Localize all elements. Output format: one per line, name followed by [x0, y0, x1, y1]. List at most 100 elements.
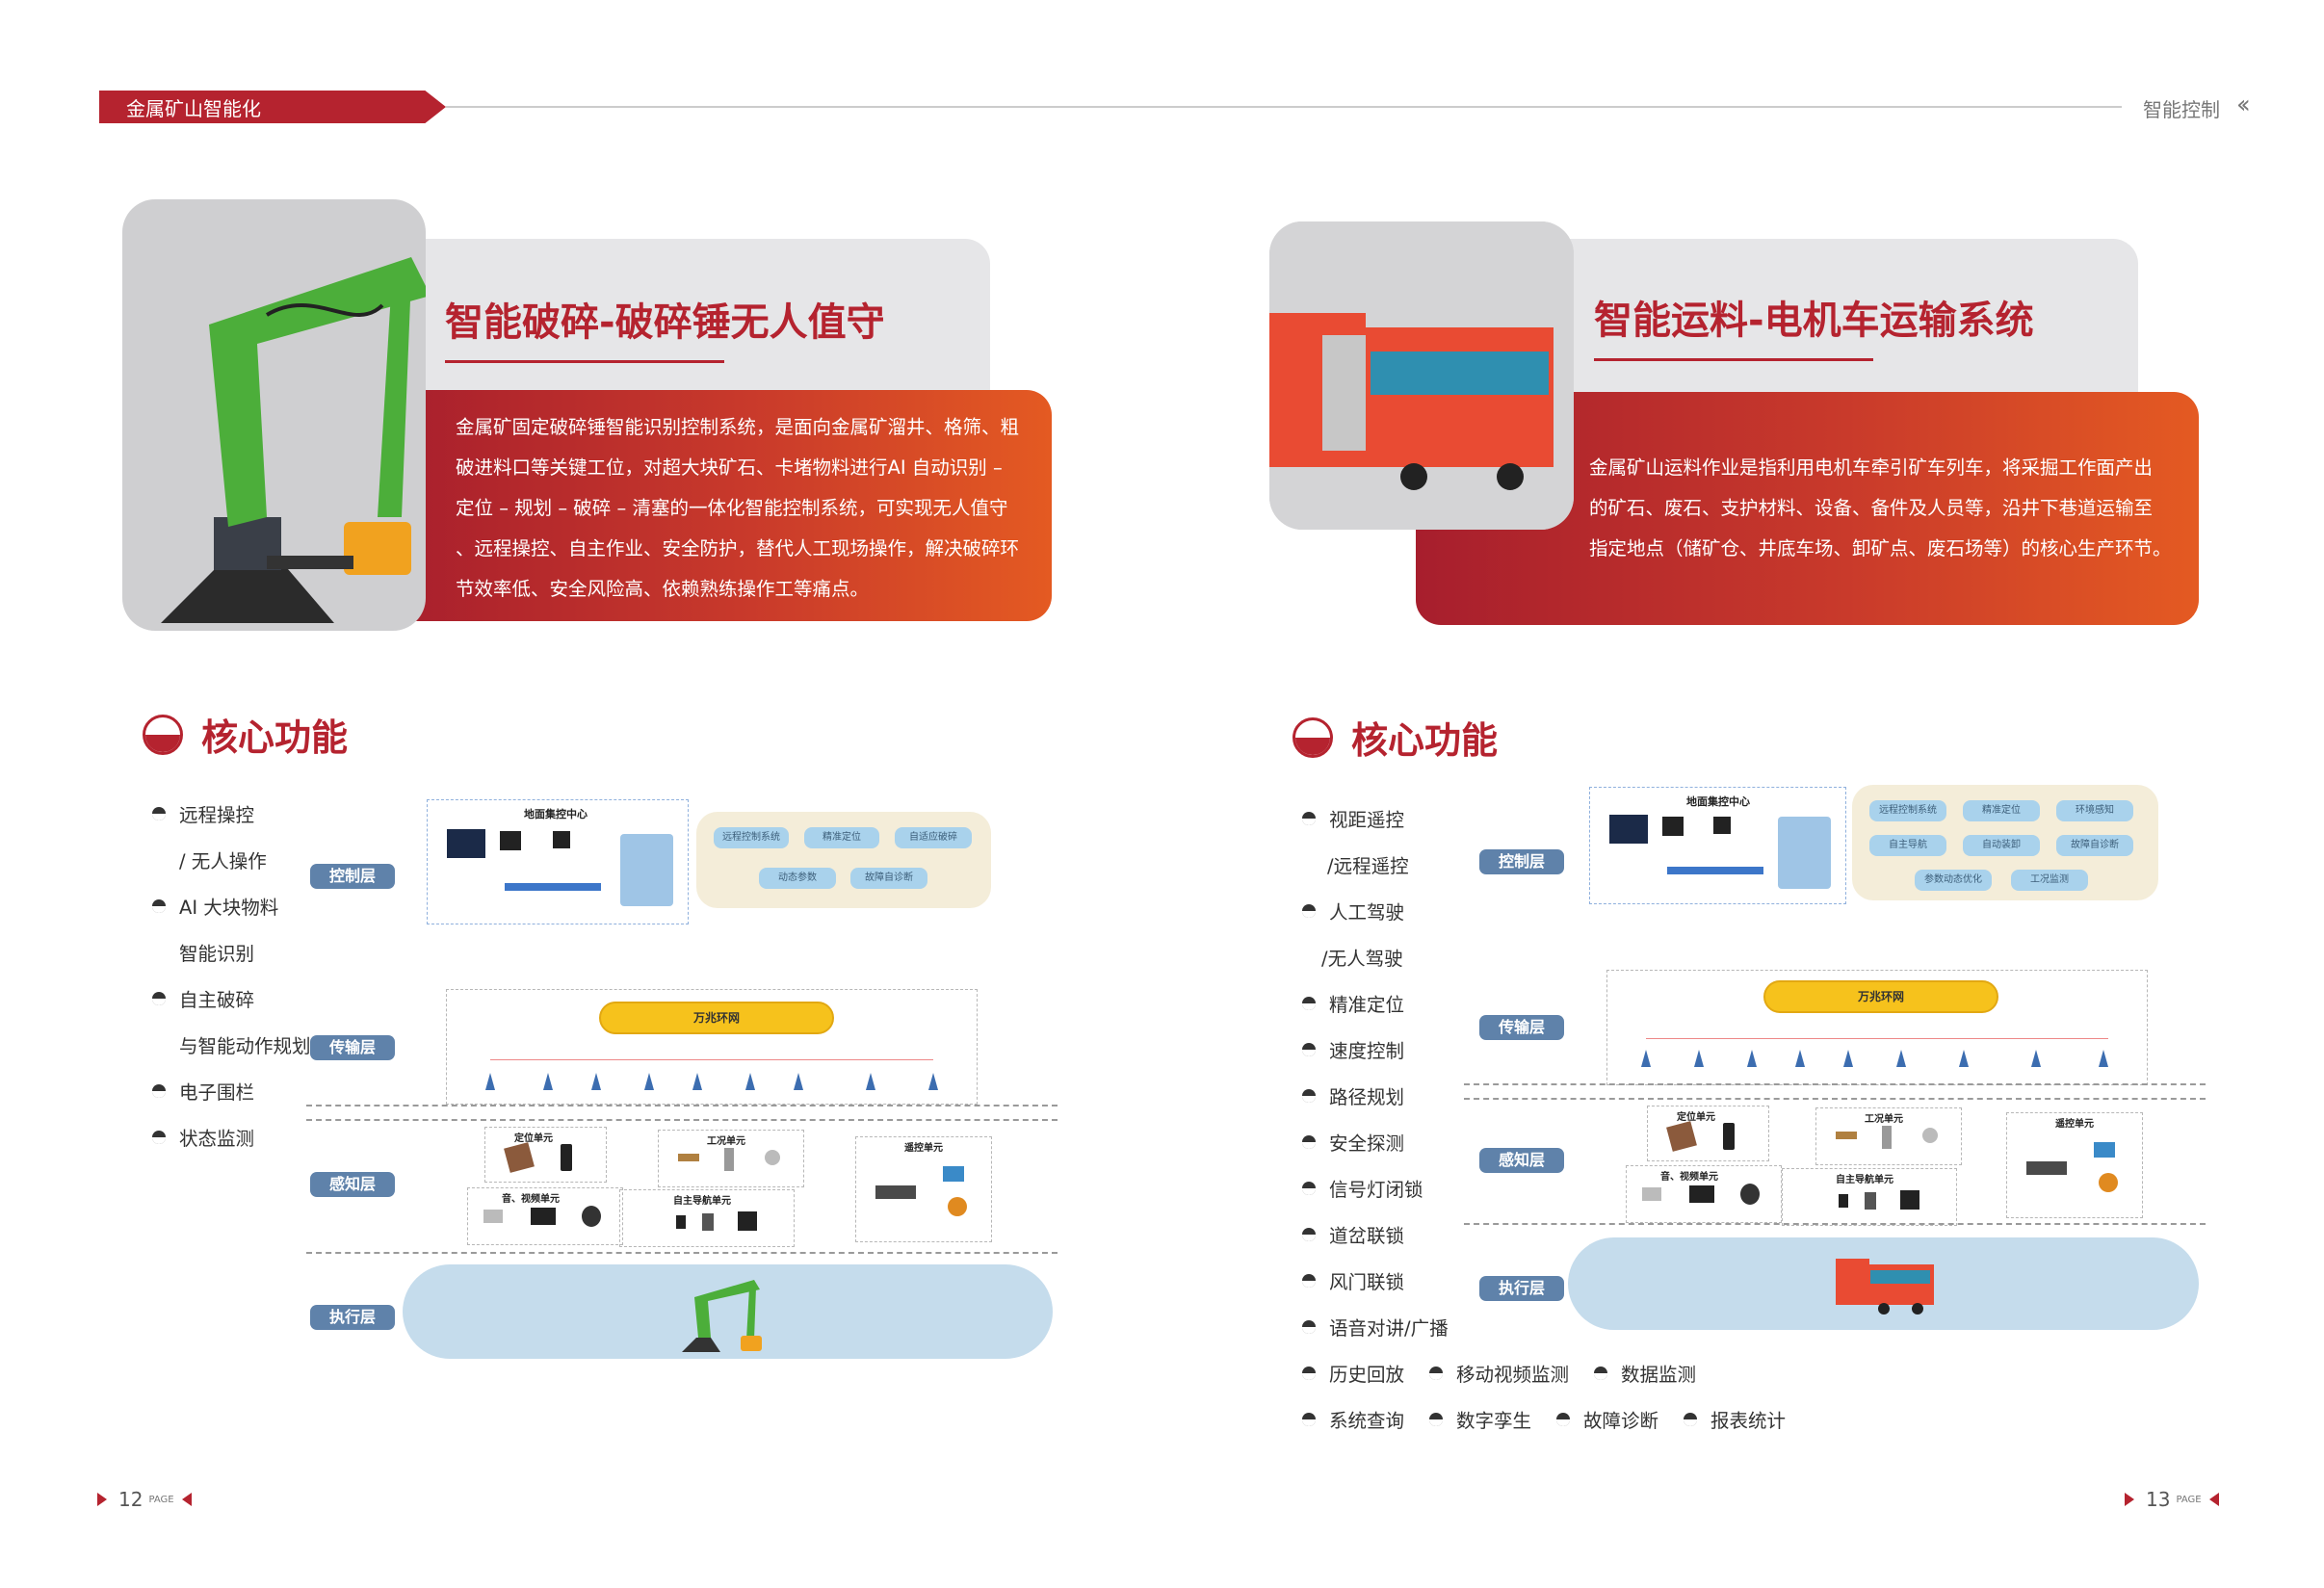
access-point-icon — [1795, 1050, 1805, 1067]
half-circle-bullet-icon — [1302, 1412, 1316, 1426]
layer-label-perception: 感知层 — [1479, 1148, 1564, 1173]
feature-pill: 自适应破碎 — [895, 827, 972, 848]
bullet-text: AI 大块物料 — [179, 897, 279, 919]
list-item: 移动视频监测 — [1429, 1359, 1569, 1387]
left-title-underline — [445, 360, 724, 363]
list-item: 视距遥控 — [1302, 804, 1404, 832]
left-desc-line: 节效率低、安全风险高、依赖熟练操作工等痛点。 — [456, 578, 870, 600]
access-point-icon — [1641, 1050, 1651, 1067]
bullet-row: 系统查询 数字孪生 故障诊断 报表统计 — [1302, 1405, 1786, 1433]
left-hero-title: 智能破碎-破碎锤无人值守 — [445, 300, 885, 345]
lidar-icon — [676, 1215, 686, 1229]
access-point-icon — [1843, 1050, 1853, 1067]
layer-label-transmission: 传输层 — [310, 1035, 395, 1060]
left-architecture-diagram: 控制层 地面集控中心 远程控制系统 精准定位 自适应破碎 动态参数 故障自诊断 … — [306, 794, 1058, 1372]
ring-network-cloud: 万兆环网 — [1763, 980, 1998, 1013]
half-circle-bullet-icon — [1302, 811, 1316, 825]
access-point-icon — [1694, 1050, 1704, 1067]
condition-unit: 工况单元 — [658, 1130, 804, 1187]
valve-block-icon — [875, 1185, 916, 1199]
layer-label-execution: 执行层 — [1479, 1276, 1564, 1301]
speaker-icon — [582, 1206, 601, 1227]
half-circle-bullet-icon — [1302, 1042, 1316, 1056]
access-point-icon — [1747, 1050, 1757, 1067]
vibration-sensor-icon — [1922, 1128, 1938, 1143]
bullet-text-cont: 智能识别 — [179, 943, 255, 965]
access-point-icon — [644, 1073, 654, 1090]
layer-label-execution: 执行层 — [310, 1305, 395, 1330]
list-item: 语音对讲/广播 — [1302, 1313, 1449, 1341]
bus-bar — [1667, 867, 1763, 874]
access-point-icon — [2099, 1050, 2108, 1067]
section-semicircle-icon — [143, 715, 183, 755]
right-hero-desc: 金属矿山运料作业是指利用电机车牵引矿车列车，将采掘工作面产出 的矿石、废石、支护… — [1589, 448, 2186, 569]
unit-label: 音、视频单元 — [502, 1194, 560, 1205]
bullet-text-cont: / 无人操作 — [179, 850, 267, 872]
receiver-icon — [2099, 1173, 2118, 1192]
valve-block-icon — [2026, 1161, 2067, 1175]
left-page-number: 12 PAGE — [97, 1488, 192, 1511]
right-desc-line: 的矿石、废石、支护材料、设备、备件及人员等，沿井下巷道运输至 — [1589, 497, 2154, 519]
feature-pill: 故障自诊断 — [2056, 835, 2133, 856]
bullet-text: 信号灯闭锁 — [1329, 1179, 1423, 1201]
ring-network-cloud: 万兆环网 — [599, 1002, 834, 1034]
tag-card-icon — [504, 1142, 535, 1173]
remote-unit: 遥控单元 — [2006, 1112, 2143, 1218]
unit-label: 遥控单元 — [904, 1143, 943, 1154]
bullet-text: 路径规划 — [1329, 1086, 1405, 1108]
unit-label: 定位单元 — [514, 1133, 553, 1144]
half-circle-bullet-icon — [152, 991, 166, 1005]
right-core-title: 核心功能 — [1351, 719, 1499, 762]
control-center-box: 地面集控中心 — [427, 799, 689, 924]
monitor-wall-icon — [1609, 815, 1648, 844]
execution-ellipse — [1568, 1237, 2199, 1330]
gps-icon — [1723, 1123, 1735, 1150]
lidar-icon — [1839, 1194, 1848, 1208]
layer-label-transmission: 传输层 — [1479, 1015, 1564, 1040]
list-item: 路径规划 — [1302, 1081, 1404, 1109]
list-item: 信号灯闭锁 — [1302, 1174, 1423, 1202]
av-unit: 音、视频单元 — [1626, 1165, 1782, 1223]
workstation-icon — [500, 831, 521, 850]
list-item: 状态监测 — [152, 1123, 254, 1151]
control-center-box: 地面集控中心 — [1589, 787, 1846, 904]
network-wire — [490, 1059, 933, 1060]
access-point-icon — [2031, 1050, 2041, 1067]
control-center-label: 地面集控中心 — [524, 808, 588, 820]
half-circle-bullet-icon — [1594, 1366, 1608, 1380]
page-number: 13 — [2146, 1488, 2171, 1511]
half-circle-bullet-icon — [1302, 903, 1316, 918]
client-icon — [1713, 817, 1731, 834]
positioning-unit: 定位单元 — [1647, 1106, 1769, 1161]
remote-unit: 遥控单元 — [855, 1136, 992, 1242]
bullet-text: 自主破碎 — [179, 989, 255, 1011]
bullet-text: 远程操控 — [179, 804, 255, 826]
tag-card-icon — [1666, 1121, 1697, 1152]
layer-separator — [1464, 1098, 2206, 1100]
right-hero-title: 智能运料-电机车运输系统 — [1594, 299, 2034, 343]
workstation-icon — [1662, 817, 1684, 836]
half-circle-bullet-icon — [1302, 996, 1316, 1010]
right-desc-line: 指定地点（储矿仓、井底车场、卸矿点、废石场等）的核心生产环节。 — [1589, 537, 2172, 560]
feature-pill: 自动装卸 — [1963, 835, 2040, 856]
layer-label-perception: 感知层 — [310, 1172, 395, 1197]
bullet-text: 速度控制 — [1329, 1040, 1405, 1062]
bullet-text: 风门联锁 — [1329, 1271, 1405, 1293]
layer-separator — [1464, 1083, 2206, 1085]
triangle-left-icon — [181, 1493, 192, 1506]
list-item: 故障诊断 — [1556, 1405, 1658, 1433]
bullet-text-cont: /无人驾驶 — [1321, 948, 1403, 970]
gps-icon — [561, 1144, 572, 1171]
right-title-underline — [1594, 358, 1873, 361]
bullet-text: 历史回放 — [1329, 1364, 1405, 1386]
header-divider — [446, 106, 2122, 108]
feature-pill: 精准定位 — [1963, 800, 2040, 821]
list-item: 精准定位 — [1302, 989, 1404, 1017]
list-item: 远程操控 — [152, 799, 254, 827]
unit-label: 定位单元 — [1677, 1112, 1715, 1123]
unit-label: 工况单元 — [1865, 1114, 1903, 1125]
client-icon — [553, 831, 570, 848]
half-circle-bullet-icon — [1302, 1273, 1316, 1288]
list-item: 数据监测 — [1594, 1359, 1696, 1387]
unit-label: 工况单元 — [707, 1136, 745, 1147]
